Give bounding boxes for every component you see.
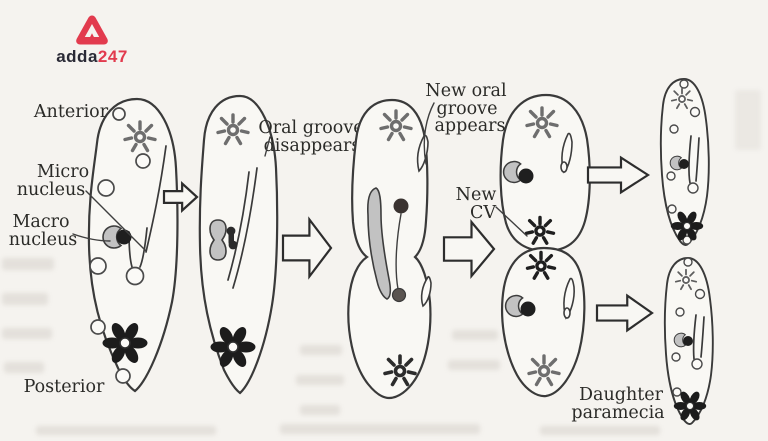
label-micro-nucleus-line1: Micro	[37, 162, 89, 182]
label-micro-nucleus-line2: nucleus	[17, 180, 86, 200]
logo-brand-text: adda	[56, 47, 98, 66]
paramecium-stage-4-lower	[501, 246, 586, 398]
label-macro-nucleus-line1: Macro	[12, 212, 69, 232]
vacuole-circle	[89, 257, 107, 275]
micronucleus	[683, 336, 693, 346]
macro-nucleus-leader-line	[72, 233, 111, 242]
bleed-smudge	[448, 360, 500, 370]
vacuole-circle	[97, 179, 115, 197]
adda247-logo: adda247	[52, 14, 132, 65]
vacuole-circle	[669, 124, 679, 134]
label-daughter-line1: Daughter	[579, 385, 664, 405]
micronucleus-upper	[393, 198, 409, 214]
oral-groove-fading	[232, 167, 258, 289]
micronucleus	[116, 229, 132, 245]
logo-suffix-text: 247	[97, 47, 128, 66]
micronucleus	[518, 168, 534, 184]
bleed-smudge	[2, 258, 54, 270]
label-new-cv-line2: CV	[470, 203, 496, 223]
new-oral-groove-lower	[420, 275, 432, 308]
micronucleus	[520, 301, 536, 317]
oral-groove-funnel	[692, 314, 705, 360]
bleed-smudge	[540, 426, 660, 435]
micronucleus	[679, 159, 689, 169]
micronucleus-lower	[391, 287, 407, 303]
gullet-bud	[560, 161, 568, 173]
oral-groove-funnel	[688, 135, 700, 184]
paramecium-stage-4-upper	[499, 93, 591, 253]
vacuole-circle	[671, 352, 681, 362]
label-daughter-line2: paramecia	[571, 403, 664, 423]
bleed-smudge	[2, 293, 48, 305]
vacuole-circle	[90, 319, 106, 335]
oral-groove	[145, 145, 167, 253]
label-new-oral-groove-line2: groove	[437, 99, 498, 119]
gullet-vacuole	[125, 266, 145, 286]
bleed-smudge	[296, 375, 344, 385]
label-new-oral-groove-line3: appears	[435, 116, 506, 136]
label-oral-groove-line2: disappears	[264, 136, 361, 156]
cell-outline-hourglass	[347, 98, 432, 400]
vacuole-circle	[683, 257, 693, 267]
vacuole-circle	[682, 235, 692, 245]
new-oral-groove-leader-line	[423, 102, 435, 165]
stage-arrow-4-lower	[596, 294, 653, 332]
oral-groove-leader-line	[264, 136, 271, 157]
oral-groove-fading	[227, 171, 250, 281]
vacuole-circle	[666, 171, 676, 181]
gullet-bud	[563, 307, 571, 319]
label-oral-groove-line1: Oral groove	[258, 118, 363, 138]
paramecium-stage-2	[198, 94, 279, 395]
spindle-line	[395, 213, 402, 290]
gullet-vacuole	[687, 182, 699, 194]
vacuole-circle	[672, 387, 682, 397]
micro-nucleus-leader-line	[85, 190, 147, 252]
label-posterior: Posterior	[24, 377, 105, 397]
vacuole-circle	[675, 307, 685, 317]
stage-arrow-4-upper	[587, 156, 649, 194]
cell-outline	[198, 94, 279, 395]
stage-arrow-2	[281, 218, 333, 278]
adda247-triangle-icon	[76, 15, 108, 45]
bleed-smudge	[300, 405, 340, 415]
bleed-smudge	[36, 426, 216, 435]
bleed-smudge	[2, 328, 52, 339]
micronucleus-dividing	[226, 226, 238, 250]
label-anterior: Anterior	[33, 102, 109, 122]
vacuole-circle	[689, 106, 701, 118]
paramecium-stage-1	[87, 97, 179, 393]
label-new-cv-line1: New	[456, 185, 497, 205]
bleed-smudge	[735, 90, 761, 150]
vacuole-circle	[112, 107, 126, 121]
gullet-vacuole	[691, 358, 703, 370]
paramecium-stage-3	[347, 98, 432, 400]
bleed-smudge	[4, 362, 44, 373]
label-macro-nucleus-line2: nucleus	[9, 230, 78, 250]
vacuole-circle	[135, 153, 151, 169]
vacuole-circle	[679, 79, 689, 89]
new-cv-leader-line	[495, 206, 528, 237]
stage-arrow-3	[443, 221, 495, 277]
macronucleus-dividing	[209, 219, 227, 261]
daughter-paramecium-lower	[663, 257, 714, 425]
cell-outline	[501, 246, 586, 398]
cell-outline	[87, 97, 179, 393]
vacuole-circle	[115, 368, 131, 384]
bleed-smudge	[300, 345, 342, 355]
bleed-smudge	[280, 424, 480, 434]
label-new-oral-groove-line1: New oral	[425, 81, 507, 101]
bleed-smudge	[452, 330, 498, 340]
macronucleus-elongated	[367, 187, 392, 300]
daughter-paramecium-upper	[659, 78, 710, 246]
vacuole-circle	[694, 288, 706, 300]
vacuole-circle	[667, 204, 677, 214]
